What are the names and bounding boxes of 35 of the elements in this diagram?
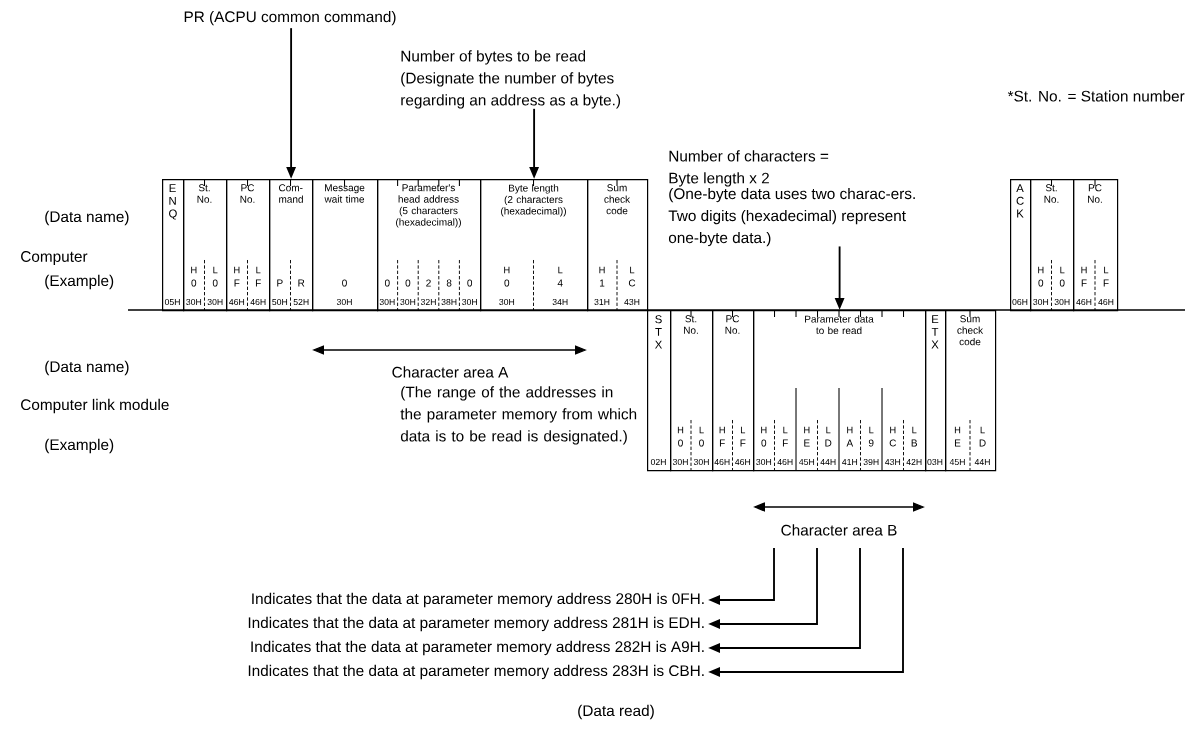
row-label: Computer [21, 251, 88, 265]
frame-field: Sum check code H L E D 45H 44H [945, 309, 997, 472]
row-label: (Data name) [45, 210, 129, 226]
frame-field: Byte length (2 characters (hexadecimal)) H L 0 4 30H 34H [480, 178, 589, 312]
caption-text: (Data read) [578, 704, 654, 720]
frame-field: St. No. H L 0 0 30H 30H [183, 178, 228, 312]
annotation-text: Number of bytes to be read (Designate the number of bytes regarding an address as a byte.) [401, 50, 621, 109]
row-label: Computer link module [21, 398, 169, 414]
frame-field: ACK 06H [1010, 179, 1032, 312]
frame-field: St. No. H L 0 0 30H 30H [670, 309, 714, 472]
frame-field: PC No. H L F F 46H 46H [1073, 178, 1119, 312]
annotation-text: Indicates that the data at parameter memory address 283H is CBH. [248, 664, 704, 680]
frame-field: ETX 03H [925, 310, 947, 472]
frame-field: Parameter's head address (5 characters (hexadecimal)) 0 0 2 8 0 30H 30H 32H 38H 30H [377, 178, 482, 312]
frame-field: Parameter data to be read H L H L H L H L 0 F E D A 9 C B 30H 46H 45H 44H 41H 39H 43H 42H [753, 309, 927, 472]
row-label: (Data name) [45, 360, 129, 376]
frame-field: ENQ 05H [162, 179, 185, 312]
row-label: (Example) [45, 274, 114, 290]
frame-field: PC No. H L F F 46H 46H [226, 178, 271, 312]
frame-field: Com-mand P R 50H 52H [269, 178, 314, 312]
footnote-text: *St. No. = Station number [1007, 90, 1185, 102]
frame-field: St. No. H L 0 0 30H 30H [1030, 178, 1075, 312]
frame-field: STX 02H [647, 310, 672, 472]
frame-field: PC No. H L F F 46H 46H [712, 309, 755, 472]
row-label: (Example) [45, 438, 114, 454]
annotation-text: PR (ACPU common command) [184, 10, 396, 26]
annotation-text: Indicates that the data at parameter memory address 280H is 0FH. [252, 592, 704, 608]
frame-field: Sum check code H L 1 C 31H 43H [587, 178, 649, 312]
dimension-label: Character area B [781, 524, 897, 536]
frame-field: Message wait time 0 30H [312, 178, 379, 312]
annotation-text: Indicates that the data at parameter memory address 282H is A9H. [251, 640, 704, 656]
dimension-label: Character area A [392, 366, 509, 378]
note-text: (The range of the addresses in the parameter memory from which data is to be read is designated.) [400, 386, 637, 445]
annotation-text: Number of characters = Byte length x 2 (One-byte data uses two charac-ers. Two digits (hexadecimal) represent one-byte data.) [668, 150, 915, 247]
annotation-text: Indicates that the data at parameter memory address 281H is EDH. [248, 616, 704, 632]
